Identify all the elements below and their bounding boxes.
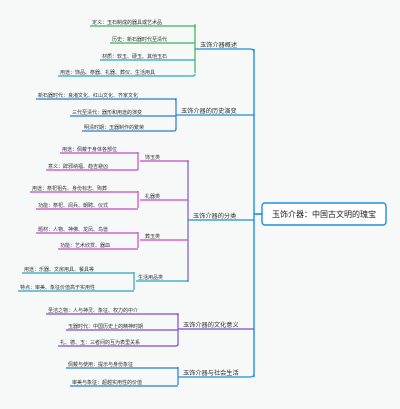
leaf-ritual-1[interactable]: 功能：祭祀、阅兵、朝聘、仪式 bbox=[38, 202, 108, 209]
leaf-decoration-1[interactable]: 意义：辟邪纳福、趋吉避凶 bbox=[48, 163, 108, 170]
branch-label-culture: 玉饰介器的文化意义 bbox=[183, 321, 239, 329]
root-node[interactable]: 玉饰介器：中国古文明的瑰宝 bbox=[261, 202, 387, 226]
branch-label-society: 玉饰介器与社会生活 bbox=[183, 369, 239, 377]
branch-label-classification: 玉饰介器的分类 bbox=[193, 212, 236, 220]
leaf-overview-0[interactable]: 定义：玉石制成的器具或艺术品 bbox=[92, 19, 162, 26]
leaf-overview-3[interactable]: 用途：饰品、祭器、礼器、葬仪、生活用具 bbox=[60, 69, 155, 76]
leaf-history-1[interactable]: 三代至清代：器形和用途的演变 bbox=[72, 109, 142, 116]
leaf-overview-2[interactable]: 材质：软玉、硬玉、其他玉石 bbox=[102, 53, 167, 60]
leaf-burial-1[interactable]: 功能：艺术欣赏、器皿 bbox=[60, 242, 110, 249]
leaf-history-2[interactable]: 明清时期：玉器制作的繁荣 bbox=[84, 124, 144, 131]
branch-node-history[interactable]: 玉饰介器的历史演变 bbox=[181, 107, 237, 115]
group-label-daily[interactable]: 生活用品类 bbox=[138, 274, 163, 281]
leaf-burial-0[interactable]: 题材：人物、神佛、龙凤、鸟兽 bbox=[38, 226, 108, 233]
leaf-society-1[interactable]: 审美与象征：超越实用性的价值 bbox=[72, 379, 142, 386]
branch-node-culture[interactable]: 玉饰介器的文化意义 bbox=[183, 321, 239, 329]
leaf-decoration-0[interactable]: 用途：佩戴于身体各部位 bbox=[62, 146, 117, 153]
leaf-culture-2[interactable]: 礼、德、玉：三者间的互为表里关系 bbox=[60, 339, 140, 346]
group-label-ritual[interactable]: 礼器类 bbox=[145, 193, 160, 200]
leaf-overview-1[interactable]: 历史：新石器时代至清代 bbox=[112, 36, 167, 43]
branch-node-society[interactable]: 玉饰介器与社会生活 bbox=[183, 369, 239, 377]
leaf-society-0[interactable]: 佩戴与使用：提示与身份象征 bbox=[68, 361, 133, 368]
branch-node-classification[interactable]: 玉饰介器的分类 bbox=[193, 212, 236, 220]
branch-node-overview[interactable]: 玉饰介器概述 bbox=[200, 41, 237, 49]
leaf-culture-0[interactable]: 圣洁之物：人与神灵、象征、权力的中介 bbox=[48, 307, 138, 314]
leaf-history-0[interactable]: 新石器时代：良渚文化、红山文化、齐家文化 bbox=[38, 92, 138, 99]
branch-label-overview: 玉饰介器概述 bbox=[200, 41, 237, 49]
leaf-culture-1[interactable]: 玉器时代：中国历史上的精神时期 bbox=[68, 323, 143, 330]
connectors bbox=[18, 24, 262, 387]
root-title: 玉饰介器：中国古文明的瑰宝 bbox=[272, 209, 376, 219]
leaf-ritual-0[interactable]: 用途：祭祀祖先、身份标志、殉葬 bbox=[32, 185, 107, 192]
branch-label-history: 玉饰介器的历史演变 bbox=[181, 107, 237, 115]
group-label-decoration[interactable]: 饰玉类 bbox=[145, 154, 160, 161]
leaf-daily-0[interactable]: 用途：乐器、文房用具、餐具等 bbox=[24, 266, 94, 273]
group-label-burial[interactable]: 葬玉类 bbox=[145, 233, 160, 240]
leaf-daily-1[interactable]: 特点：审美、象征价值高于实用性 bbox=[20, 284, 95, 291]
